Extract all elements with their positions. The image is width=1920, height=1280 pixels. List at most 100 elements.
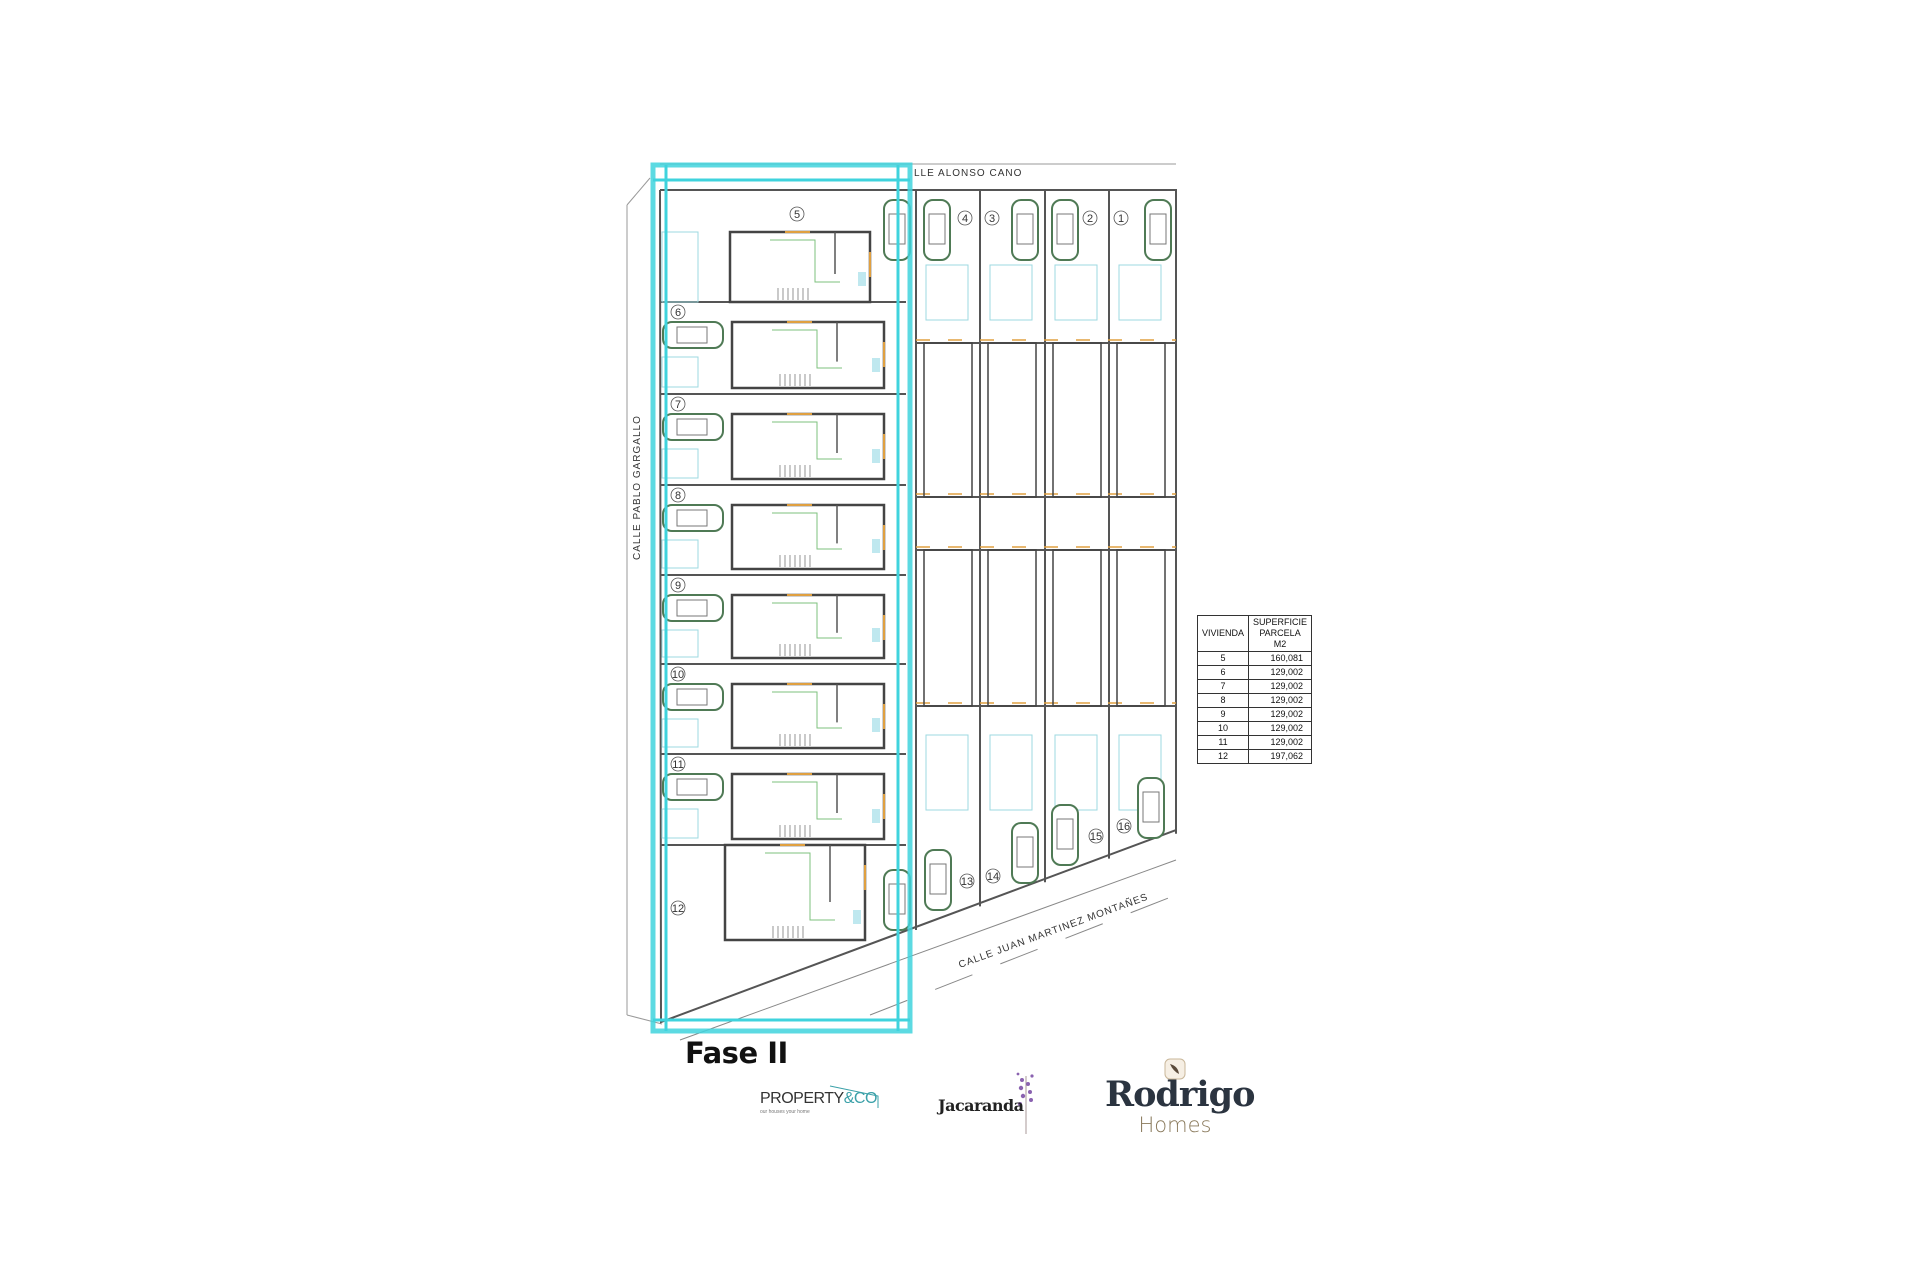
car-icon — [662, 773, 724, 801]
car-roof-icon — [1142, 791, 1160, 823]
unit-number-circle — [670, 666, 686, 682]
house-outline — [1052, 342, 1102, 498]
car-roof-icon — [928, 213, 946, 245]
street-label-north: LLE ALONSO CANO — [914, 168, 1022, 179]
house-outline — [987, 342, 1037, 498]
house-outline — [987, 549, 1037, 707]
logo-property-name: PROPERTY — [760, 1090, 844, 1107]
house-outline — [1116, 342, 1166, 498]
unit-number: 6 — [675, 307, 681, 319]
unit-number: 12 — [672, 903, 684, 915]
interior-partition — [770, 239, 840, 283]
bathroom-fixture — [872, 628, 880, 642]
bathroom-fixture — [872, 809, 880, 823]
unit-number-circle — [789, 206, 805, 222]
unit-number-circle — [670, 577, 686, 593]
cell-vivienda: 5 — [1196, 651, 1250, 666]
unit-number-circle — [670, 756, 686, 772]
pool-outline — [661, 448, 699, 479]
cell-superficie: 129,002 — [1248, 721, 1313, 736]
unit-number: 9 — [675, 580, 681, 592]
table-header-superficie: SUPERFICIE PARCELA M2 — [1248, 615, 1313, 652]
logo-jacaranda-name: Jacaranda — [938, 1096, 1024, 1115]
cell-superficie: 129,002 — [1248, 707, 1313, 722]
unit-number: 8 — [675, 490, 681, 502]
unit-number-circle — [1082, 210, 1098, 226]
interior-partition — [772, 781, 842, 820]
pool-outline — [661, 808, 699, 839]
bathroom-fixture — [858, 272, 866, 286]
car-icon — [1011, 822, 1039, 884]
street-label-west: CALLE PABLO GARGALLO — [632, 415, 643, 560]
phase-label: Fase II — [685, 1036, 788, 1070]
pool-outline — [925, 264, 969, 321]
unit-number: 14 — [987, 871, 999, 883]
unit-number: 2 — [1087, 213, 1093, 225]
interior-partition — [772, 512, 842, 550]
car-roof-icon — [1056, 213, 1074, 245]
car-icon — [662, 594, 724, 622]
unit-number: 4 — [962, 213, 968, 225]
unit-number: 5 — [794, 209, 800, 221]
car-icon — [1011, 199, 1039, 261]
house-outline — [728, 230, 872, 304]
car-roof-icon — [1056, 818, 1074, 850]
car-roof-icon — [676, 418, 708, 436]
unit-number-circle — [1116, 818, 1132, 834]
car-icon — [662, 413, 724, 441]
unit-number: 3 — [989, 213, 995, 225]
bathroom-fixture — [872, 539, 880, 553]
car-icon — [1137, 777, 1165, 839]
unit-number-circle — [1088, 828, 1104, 844]
house-outline — [923, 342, 973, 498]
house-outline — [730, 682, 886, 750]
car-roof-icon — [676, 509, 708, 527]
unit-number-circle — [1113, 210, 1129, 226]
house-outline — [730, 412, 886, 481]
cell-superficie: 197,062 — [1248, 749, 1313, 764]
house-outline — [730, 320, 886, 390]
house-outline — [730, 503, 886, 571]
cell-superficie: 129,002 — [1248, 679, 1313, 694]
unit-number: 15 — [1090, 831, 1102, 843]
car-icon — [662, 504, 724, 532]
phase-highlight-outline — [650, 162, 913, 1034]
house-roof-icon — [829, 1085, 879, 1108]
car-roof-icon — [676, 688, 708, 706]
house-outline — [1116, 549, 1166, 707]
interior-partition — [772, 602, 842, 639]
unit-number-circle — [670, 304, 686, 320]
cell-vivienda: 7 — [1196, 679, 1250, 694]
car-roof-icon — [929, 863, 947, 895]
car-icon — [1144, 199, 1172, 261]
leaf-emblem-icon — [1164, 1058, 1186, 1080]
house-outline — [923, 549, 973, 707]
bathroom-fixture — [872, 358, 880, 372]
bathroom-fixture — [872, 718, 880, 732]
unit-number: 7 — [675, 399, 681, 411]
interior-partition — [772, 691, 842, 729]
cell-vivienda: 8 — [1196, 693, 1250, 708]
car-roof-icon — [1016, 213, 1034, 245]
cell-superficie: 160,081 — [1248, 651, 1313, 666]
logo-rodrigo-name: Rodrigo — [1105, 1074, 1255, 1115]
house-outline — [723, 843, 867, 942]
pool-outline — [989, 264, 1033, 321]
unit-number-circle — [957, 210, 973, 226]
house-outline — [730, 593, 886, 660]
pool-outline — [925, 734, 969, 811]
cell-vivienda: 6 — [1196, 665, 1250, 680]
pool-outline — [989, 734, 1033, 811]
car-icon — [1051, 804, 1079, 866]
unit-number: 13 — [961, 876, 973, 888]
unit-number-circle — [670, 487, 686, 503]
property-co-logo: PROPERTY&CO our houses your home — [760, 1085, 879, 1115]
